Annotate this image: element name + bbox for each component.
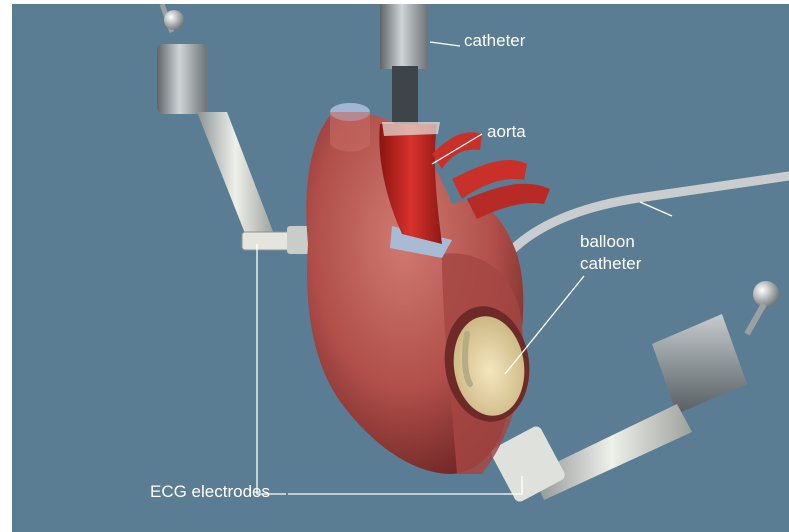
ecg-leader-right [288, 476, 522, 494]
top-catheter [380, 4, 428, 124]
balloon-catheter-tube [508, 176, 789, 254]
balloon-catheter-label-line1: balloon [580, 232, 635, 252]
catheter-label: catheter [464, 31, 525, 51]
diagram-frame: catheter aorta balloon catheter ECG elec… [12, 4, 789, 532]
balloon-catheter-leader-top [640, 202, 672, 216]
ecg-electrodes-label: ECG electrodes [150, 482, 270, 502]
heart-illustration [12, 4, 789, 532]
ecg-leader-left [257, 244, 286, 494]
balloon-catheter-label-line2: catheter [580, 254, 641, 274]
right-ecg-electrode [489, 281, 779, 504]
left-ecg-electrode [157, 4, 311, 254]
catheter-leader [430, 42, 460, 46]
aorta-label: aorta [487, 122, 526, 142]
